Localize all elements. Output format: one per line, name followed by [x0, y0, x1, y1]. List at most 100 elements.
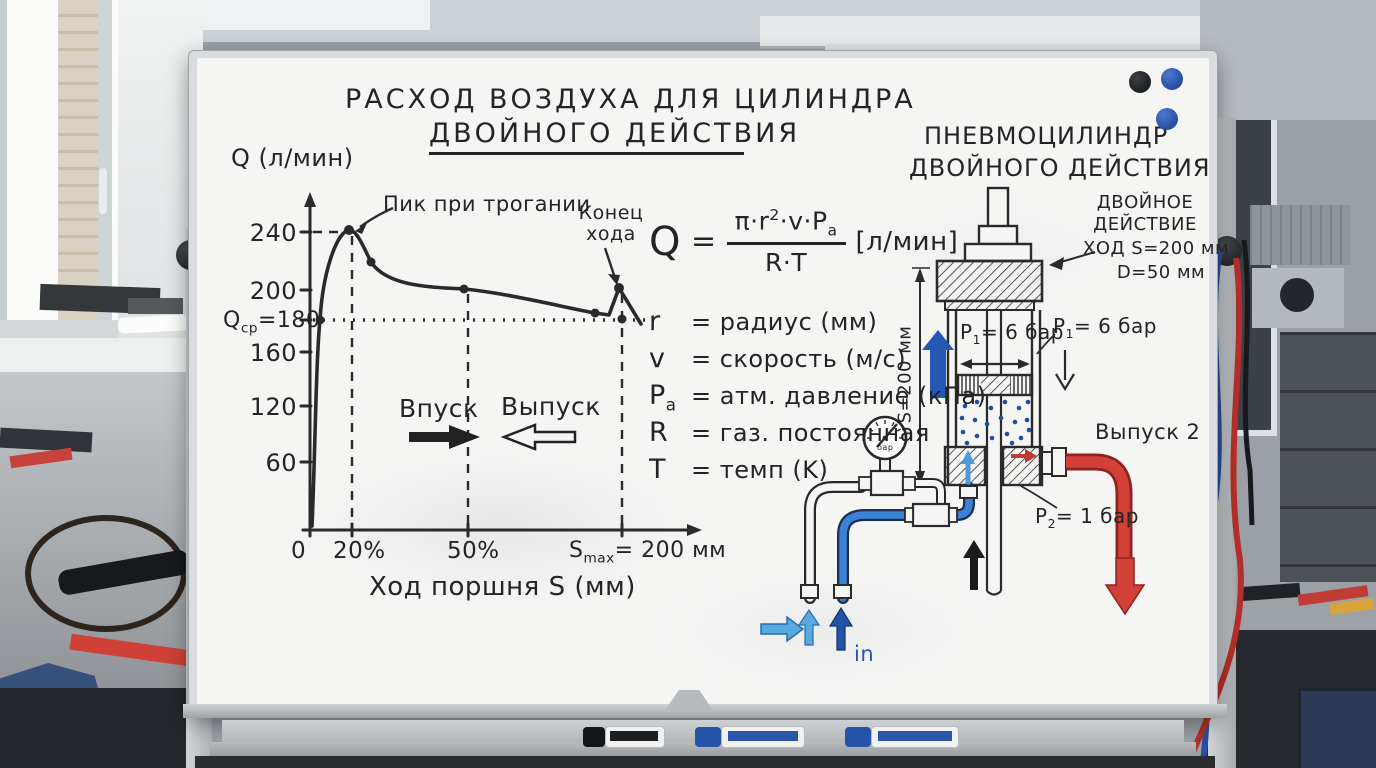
inlet-zone-label: Впуск	[399, 394, 479, 423]
projector-screen-housing	[760, 16, 1266, 49]
whiteboard-drawing	[299, 186, 1146, 651]
spec-line3: ХОД S=200 мм	[1083, 238, 1230, 259]
inlet-port-fitting	[959, 485, 978, 499]
rod-nut	[977, 224, 1019, 246]
piping	[800, 447, 1146, 616]
inlet-in-label: in	[854, 642, 875, 666]
legend-row-T: T= темп (K)	[649, 454, 829, 485]
formula-fraction: π·r2·v·Pa R·T	[726, 206, 846, 277]
y-tick-120: 120	[249, 393, 297, 421]
legend-row-pa: Pa= атм. давление (кПа)	[649, 380, 987, 415]
blue-cabinet	[1298, 688, 1376, 768]
y-tick-240: 240	[249, 219, 297, 247]
pipe-fitting	[833, 584, 852, 599]
formula-lhs: Q	[649, 218, 681, 265]
top-end-cap	[935, 259, 1044, 303]
marker-blue-cap	[695, 727, 721, 747]
y-tick-160: 160	[249, 339, 297, 367]
magnet-black	[1129, 71, 1151, 93]
spec-leader	[1049, 251, 1096, 270]
cylinder-title-line1: ПНЕВМОЦИЛИНДР	[924, 122, 1169, 150]
marker-black-cap	[583, 727, 605, 747]
exhaust-pipe	[1066, 456, 1130, 561]
brick-pillar	[58, 0, 98, 320]
x-axis-label: Ход поршня S (мм)	[369, 572, 636, 602]
exhaust-flow-arrow	[1025, 449, 1037, 463]
bore-dimension-arrow	[960, 359, 1030, 369]
chart-guides	[313, 230, 645, 526]
flow-curve	[310, 228, 643, 528]
legend-row-r: r= радиус (мм)	[649, 306, 878, 337]
supply-pipe	[806, 483, 865, 602]
rod-flange	[963, 242, 1033, 263]
window-sill	[0, 338, 202, 372]
board-bracket	[665, 690, 713, 710]
p2-label: P2= 1 бар	[1035, 504, 1139, 531]
p2-leader	[1020, 485, 1058, 509]
rod-motion-arrow	[963, 540, 985, 590]
valve-body	[911, 502, 951, 528]
window-handle-icon	[99, 168, 107, 214]
spec-line1: ДВОЙНОЕ	[1096, 192, 1194, 213]
left-floor-shadow	[0, 688, 202, 768]
exhaust-label: Выпуск 2	[1095, 420, 1201, 444]
whiteboard: РАСХОД ВОЗДУХА ДЛЯ ЦИЛИНДРА ДВОЙНОГО ДЕЙ…	[197, 58, 1230, 708]
shelf-unit	[1280, 332, 1376, 582]
air-in-right-arrow	[760, 615, 805, 643]
pegboard	[1250, 205, 1350, 265]
marker-black	[605, 726, 665, 748]
formula-units: [л/мин]	[855, 226, 959, 257]
x-tick-smax: Smax= 200 мм	[569, 538, 727, 567]
peak-annotation: Пик при трогании	[383, 192, 591, 216]
y-tick-200: 200	[249, 277, 297, 305]
gauge-needle	[876, 423, 898, 448]
air-in-up-arrow-light	[797, 608, 821, 646]
y-tick-60: 60	[265, 449, 297, 477]
magnet-blue	[1161, 68, 1183, 90]
cylinder-title-line2: ДВОЙНОГО ДЕЙСТВИЯ	[909, 154, 1211, 182]
bottom-end-cap-right	[1001, 445, 1044, 487]
device-on-sill	[128, 298, 183, 314]
data-points	[315, 225, 627, 325]
y-axis-arrowhead	[304, 192, 316, 207]
spec-line4: D=50 мм	[1116, 262, 1206, 283]
p1-callout-label: P1= 6 бар	[1053, 314, 1157, 341]
marker-blue-1	[721, 726, 805, 748]
board-title-line1: РАСХОД ВОЗДУХА ДЛЯ ЦИЛИНДРА	[345, 84, 916, 115]
stand-crossbar	[183, 704, 1227, 718]
window-frame	[0, 0, 7, 340]
window-frame	[0, 320, 118, 338]
pressure-gauge-icon	[858, 415, 916, 497]
gauge-unit-label: бар	[877, 443, 894, 452]
annotation-arrows	[355, 206, 620, 285]
exhaust-down-arrow	[1104, 557, 1146, 616]
compressed-air-dots	[959, 399, 1032, 446]
p1-inside-label: P1= 6 бар	[960, 320, 1064, 347]
qcp-label: Qср=180	[223, 308, 321, 337]
test-equipment	[1252, 268, 1344, 328]
variable-legend: r= радиус (мм) v= скорость (м/с) Pa= атм…	[649, 306, 987, 491]
outlet-direction-arrow	[500, 423, 577, 451]
marker-blue-cap	[845, 727, 871, 747]
rod-lower	[985, 395, 1003, 596]
chart-axes	[299, 198, 695, 538]
magnet-blue	[1156, 108, 1178, 130]
x-axis-arrowhead	[687, 524, 702, 536]
air-in-up-arrow-dark	[828, 606, 854, 651]
legend-row-v: v= скорость (м/с)	[649, 343, 907, 374]
x-tick-50: 50%	[447, 538, 500, 564]
spec-line2: ДЕЙСТВИЕ	[1093, 214, 1197, 235]
velocity-arrow	[1055, 350, 1075, 392]
board-title-line2: ДВОЙНОГО ДЕЙСТВИЯ	[429, 118, 797, 155]
right-wall	[1200, 0, 1376, 120]
marker-blue-2	[871, 726, 959, 748]
stroke-dimension-label: S=200 мм	[894, 325, 916, 424]
pipe-fitting	[800, 584, 819, 599]
p1-leader	[1036, 333, 1056, 355]
legend-row-R: R= газ. постоянная	[649, 417, 930, 448]
x-tick-0: 0	[291, 538, 307, 564]
exhaust-port-fitting	[1041, 451, 1053, 475]
inlet-direction-arrow	[409, 425, 480, 449]
